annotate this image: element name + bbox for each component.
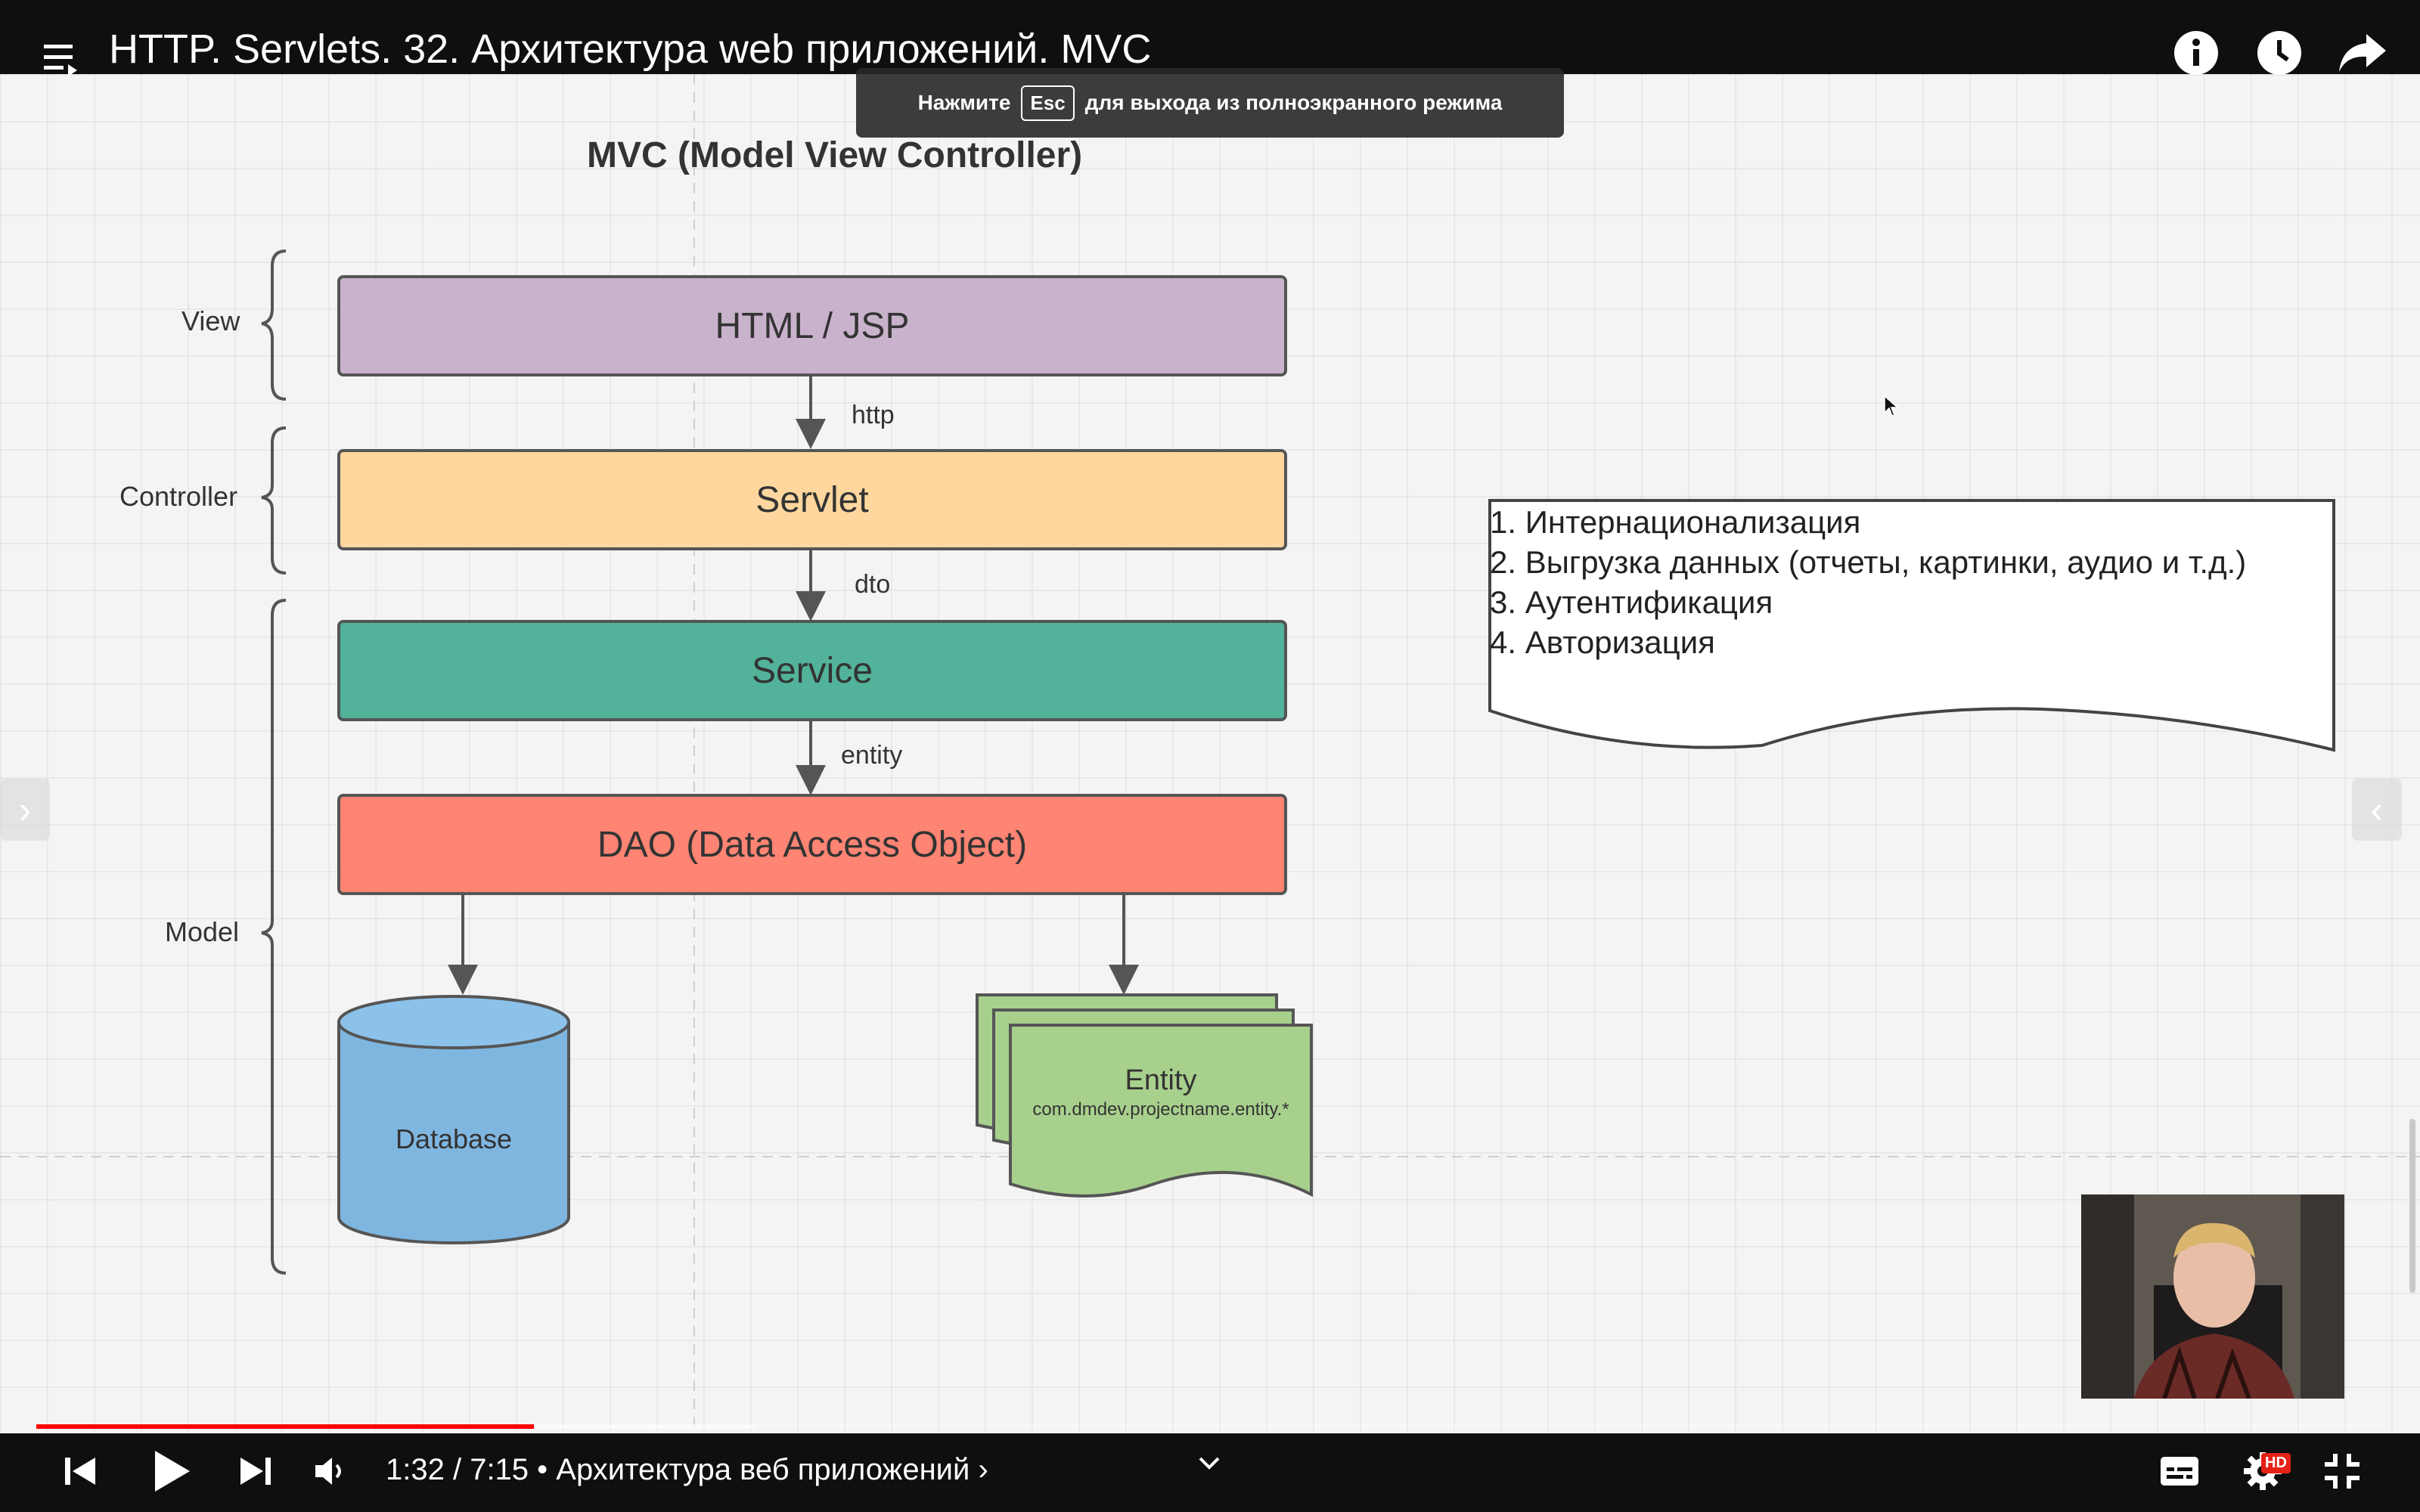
http-edge-label: http xyxy=(852,401,895,429)
note-item: 1. Интернационализация xyxy=(1490,504,1861,540)
play-button[interactable] xyxy=(144,1444,198,1498)
note-item: 4. Авторизация xyxy=(1490,624,1715,660)
dto-edge-label: dto xyxy=(855,570,891,599)
next-button[interactable] xyxy=(233,1448,278,1494)
controller-brace xyxy=(261,426,287,575)
playlist-icon xyxy=(44,45,77,76)
current-duration: 1:32 / 7:15 xyxy=(386,1453,529,1486)
notes-shape xyxy=(1488,499,2335,752)
volume-icon xyxy=(315,1458,341,1485)
side-panel-open-button[interactable]: › xyxy=(0,779,50,841)
progress-played xyxy=(36,1424,534,1429)
note-item: 2. Выгрузка данных (отчеты, картинки, ау… xyxy=(1490,544,2247,580)
hd-badge: HD xyxy=(2261,1453,2291,1473)
service-box: Service xyxy=(337,620,1287,721)
dao-box: DAO (Data Access Object) xyxy=(337,794,1287,895)
video-title[interactable]: HTTP. Servlets. 32. Архитектура web прил… xyxy=(109,26,1152,72)
servlet-label: Servlet xyxy=(755,479,869,520)
chevron-down-icon xyxy=(1199,1457,1220,1470)
dao-label: DAO (Data Access Object) xyxy=(597,824,1028,865)
progress-track[interactable] xyxy=(36,1424,2384,1429)
previous-button[interactable] xyxy=(57,1448,103,1494)
info-button[interactable] xyxy=(2172,29,2220,77)
subtitles-icon xyxy=(2161,1457,2198,1486)
info-icon xyxy=(2174,31,2218,75)
previous-icon xyxy=(65,1458,95,1485)
database-label: Database xyxy=(395,1123,513,1154)
esc-key-badge: Esc xyxy=(1021,85,1075,121)
player-controls-bar xyxy=(0,1433,2420,1512)
playlist-button[interactable] xyxy=(39,39,83,79)
exit-fullscreen-icon xyxy=(2325,1454,2360,1489)
model-layer-label: Model xyxy=(165,916,240,947)
entity-label: Entity xyxy=(1125,1064,1197,1096)
expand-description-button[interactable] xyxy=(1192,1448,1227,1479)
entity-document-stack xyxy=(976,993,1313,1198)
controller-layer-label: Controller xyxy=(119,481,238,512)
html-jsp-label: HTML / JSP xyxy=(715,305,910,346)
toast-text-before: Нажмите xyxy=(917,91,1011,114)
note-item: 3. Аутентификация xyxy=(1490,584,1773,620)
database-cylinder xyxy=(337,995,570,1244)
volume-button[interactable] xyxy=(309,1448,354,1494)
exit-fullscreen-button[interactable] xyxy=(2319,1448,2366,1494)
play-icon xyxy=(155,1451,190,1492)
notes-list: 1. Интернационализация 2. Выгрузка данны… xyxy=(1490,502,2246,662)
page-scrollbar[interactable] xyxy=(2409,1119,2415,1293)
fullscreen-exit-toast: Нажмите Esc для выхода из полноэкранного… xyxy=(856,68,1564,138)
controller-box: Servlet xyxy=(337,449,1287,550)
subtitles-button[interactable] xyxy=(2157,1448,2202,1494)
service-label: Service xyxy=(751,650,873,691)
share-button[interactable] xyxy=(2335,30,2390,76)
share-icon xyxy=(2339,34,2386,72)
clock-icon xyxy=(2257,31,2301,75)
player-top-bar xyxy=(0,0,2420,74)
view-box: HTML / JSP xyxy=(337,275,1287,376)
chapter-chevron-icon[interactable]: › xyxy=(978,1453,988,1486)
watch-later-button[interactable] xyxy=(2255,29,2304,77)
chevron-left-icon: ‹ xyxy=(2370,789,2384,831)
view-brace xyxy=(261,249,287,401)
chevron-right-icon: › xyxy=(18,789,32,831)
view-layer-label: View xyxy=(182,305,240,336)
entity-edge-label: entity xyxy=(841,741,903,770)
mouse-cursor-icon xyxy=(1884,395,1899,417)
toast-text-after: для выхода из полноэкранного режима xyxy=(1084,91,1503,114)
side-panel-toggle-button[interactable]: ‹ xyxy=(2352,779,2402,841)
model-brace xyxy=(261,599,287,1275)
diagram-title: MVC (Model View Controller) xyxy=(587,135,1083,175)
presenter-image xyxy=(2081,1194,2344,1399)
entity-package-label: com.dmdev.projectname.entity.* xyxy=(1032,1099,1289,1120)
next-icon xyxy=(240,1458,271,1485)
chapter-title[interactable]: • Архитектура веб приложений xyxy=(537,1453,970,1486)
presenter-webcam xyxy=(2081,1194,2344,1399)
time-display: 1:32 / 7:15 • Архитектура веб приложений… xyxy=(386,1453,988,1487)
